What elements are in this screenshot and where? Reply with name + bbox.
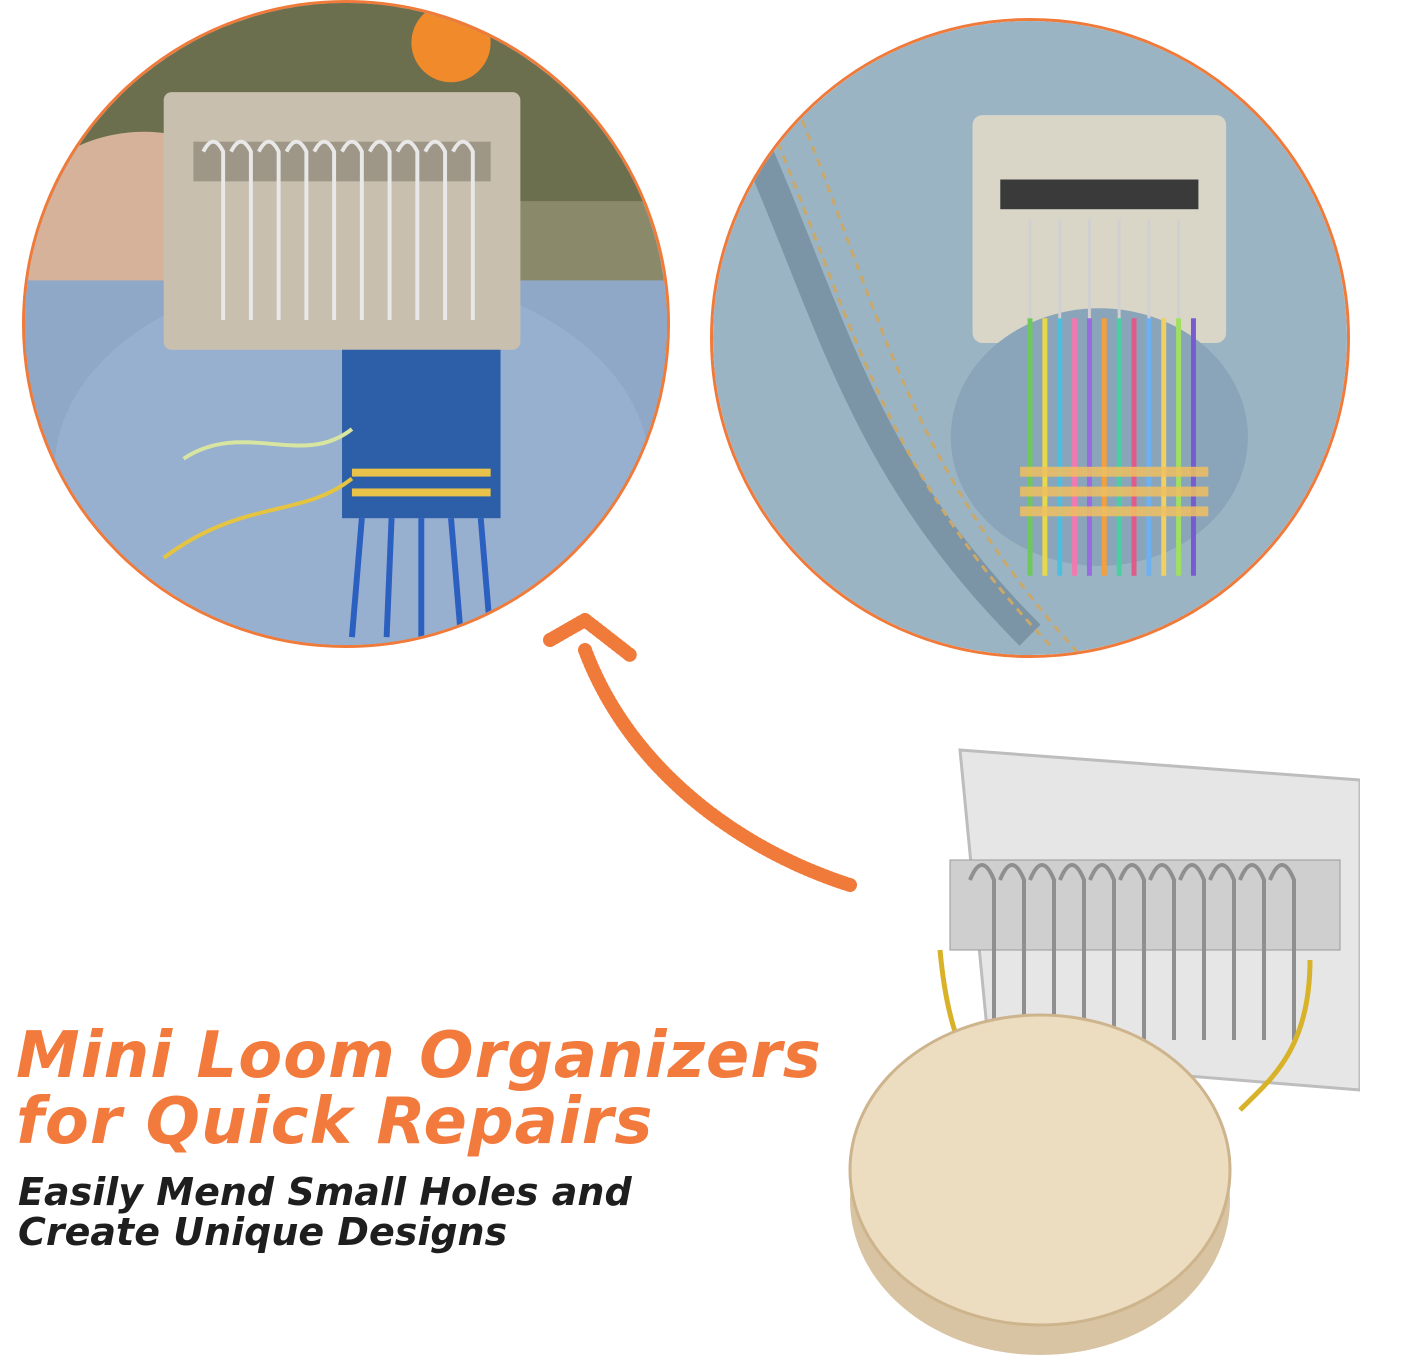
photo-loom-in-hand-illustration [25,3,667,645]
photo-loom-in-hand [22,0,670,648]
subheadline-line-1: Easily Mend Small Holes and [18,1170,632,1214]
photo-loom-on-denim [710,18,1350,658]
product-loom-illustration [848,748,1360,1355]
headline-line-2: for Quick Repairs [16,1085,654,1159]
headline-line-1: Mini Loom Organizers [16,1019,822,1093]
subheadline-line-2: Create Unique Designs [18,1210,508,1254]
curved-arrow-icon [543,613,857,892]
photo-loom-on-denim-illustration [713,21,1347,655]
